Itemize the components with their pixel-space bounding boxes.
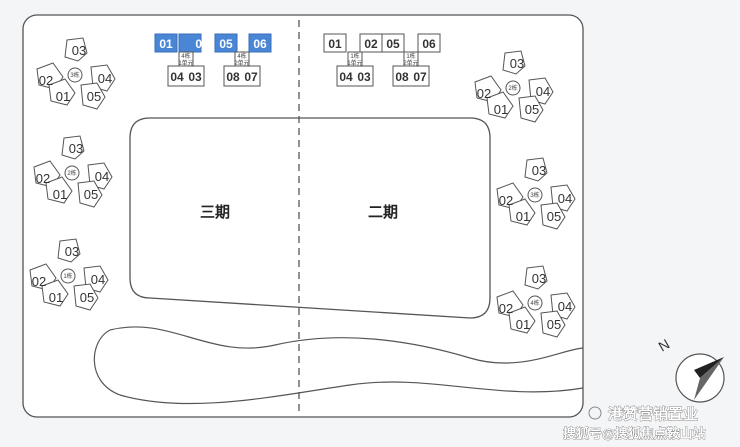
building-hub-label: 2单元 [403,59,418,67]
unit-label: 03 [532,271,546,286]
unit-box-highlighted [214,33,238,53]
unit-label: 03 [532,163,546,178]
building-hub-label: 1栋 [350,52,359,60]
unit-box [323,33,347,53]
tower-cluster-right-3: 03 02 01 04 05 4栋 [496,265,576,338]
unit-box-highlighted [248,33,272,53]
unit-label: 03 [510,56,524,71]
building-hub-label: 3栋 [530,191,539,199]
unit-label: 03 [69,141,83,156]
unit-label: 04 [95,169,109,184]
unit-label: 07 [244,70,258,84]
unit-label: 02 [499,301,513,316]
building-hub-label: 1单元 [178,59,193,67]
unit-label: 05 [525,102,539,117]
unit-label: 01 [56,89,70,104]
tower-cluster-left-3: 03 02 01 04 05 1栋 [29,238,109,311]
block-top-left: 01 02 05 06 4栋 1单元 4栋 2单元 04 03 08 07 [154,33,272,87]
unit-label: 02 [499,193,513,208]
block-top-right: 01 02 05 06 1栋 1单元 1栋 2单元 04 03 08 07 [323,33,441,87]
tower-cluster-right-1: 03 02 01 04 05 2栋 [474,50,554,123]
unit-label: 04 [558,299,572,314]
north-label: N [656,336,673,355]
phase-label-left: 三期 [200,203,230,221]
unit-label: 05 [80,290,94,305]
unit-label: 02 [39,73,53,88]
unit-label: 04 [536,84,550,99]
unit-label: 02 [32,274,46,289]
central-plot [129,117,491,319]
unit-label: 05 [547,209,561,224]
building-hub-label: 1栋 [406,52,415,60]
unit-label: 08 [226,70,240,84]
unit-label: 01 [494,102,508,117]
unit-label: 05 [87,89,101,104]
building-hub-label: 1单元 [347,59,362,67]
unit-label: 02 [364,37,378,51]
tower-cluster-right-2: 03 02 01 04 05 3栋 [496,157,576,230]
river-lower-edge [93,329,584,405]
unit-label: 01 [516,209,530,224]
compass-arrow-shade [694,357,724,400]
unit-label: 03 [188,70,202,84]
unit-label: 01 [159,37,173,51]
unit-label: 04 [558,191,572,206]
building-hub-label: 3栋 [70,71,79,79]
building-hub-label: 2单元 [234,59,249,67]
unit-label: 01 [53,187,67,202]
tower-cluster-left-2: 03 02 01 04 05 2栋 [33,135,113,208]
unit-label: 02 [195,37,209,51]
unit-label: 02 [36,171,50,186]
unit-label: 01 [328,37,342,51]
unit-label: 05 [547,317,561,332]
unit-label: 03 [72,43,86,58]
building-hub-label: 1栋 [63,272,72,280]
unit-label: 01 [49,290,63,305]
unit-label: 08 [395,70,409,84]
building-hub-label: 2栋 [508,84,517,92]
compass-arrow-icon [694,357,724,378]
river-upper-edge [109,326,584,364]
unit-label: 03 [357,70,371,84]
unit-label: 06 [422,37,436,51]
phase-label-right: 二期 [368,203,398,221]
building-hub-label: 4栋 [181,52,190,60]
building-hub-label: 4栋 [530,299,539,307]
unit-box [381,33,405,53]
unit-label: 05 [219,37,233,51]
unit-label: 07 [413,70,427,84]
unit-label: 04 [91,272,105,287]
watermark: 港赞营销置业 搜狐号@搜狐焦点鞍山站 [563,405,706,442]
unit-label: 04 [98,71,112,86]
unit-label: 05 [84,187,98,202]
watermark-line1: 港赞营销置业 [608,405,698,423]
tower-cluster-left-1: 03 02 01 04 05 3栋 [36,37,116,110]
unit-label: 06 [253,37,267,51]
wechat-icon [588,406,602,420]
watermark-line2: 搜狐号@搜狐焦点鞍山站 [563,426,706,441]
unit-label: 01 [516,317,530,332]
unit-label: 05 [386,37,400,51]
unit-box-highlighted [154,33,178,53]
building-hub-label: 2栋 [67,169,76,177]
building-hub-label: 4栋 [237,52,246,60]
unit-label: 03 [65,244,79,259]
unit-box [417,33,441,53]
unit-label: 02 [477,86,491,101]
north-compass: N [656,336,725,403]
unit-label: 04 [339,70,353,84]
unit-label: 04 [170,70,184,84]
